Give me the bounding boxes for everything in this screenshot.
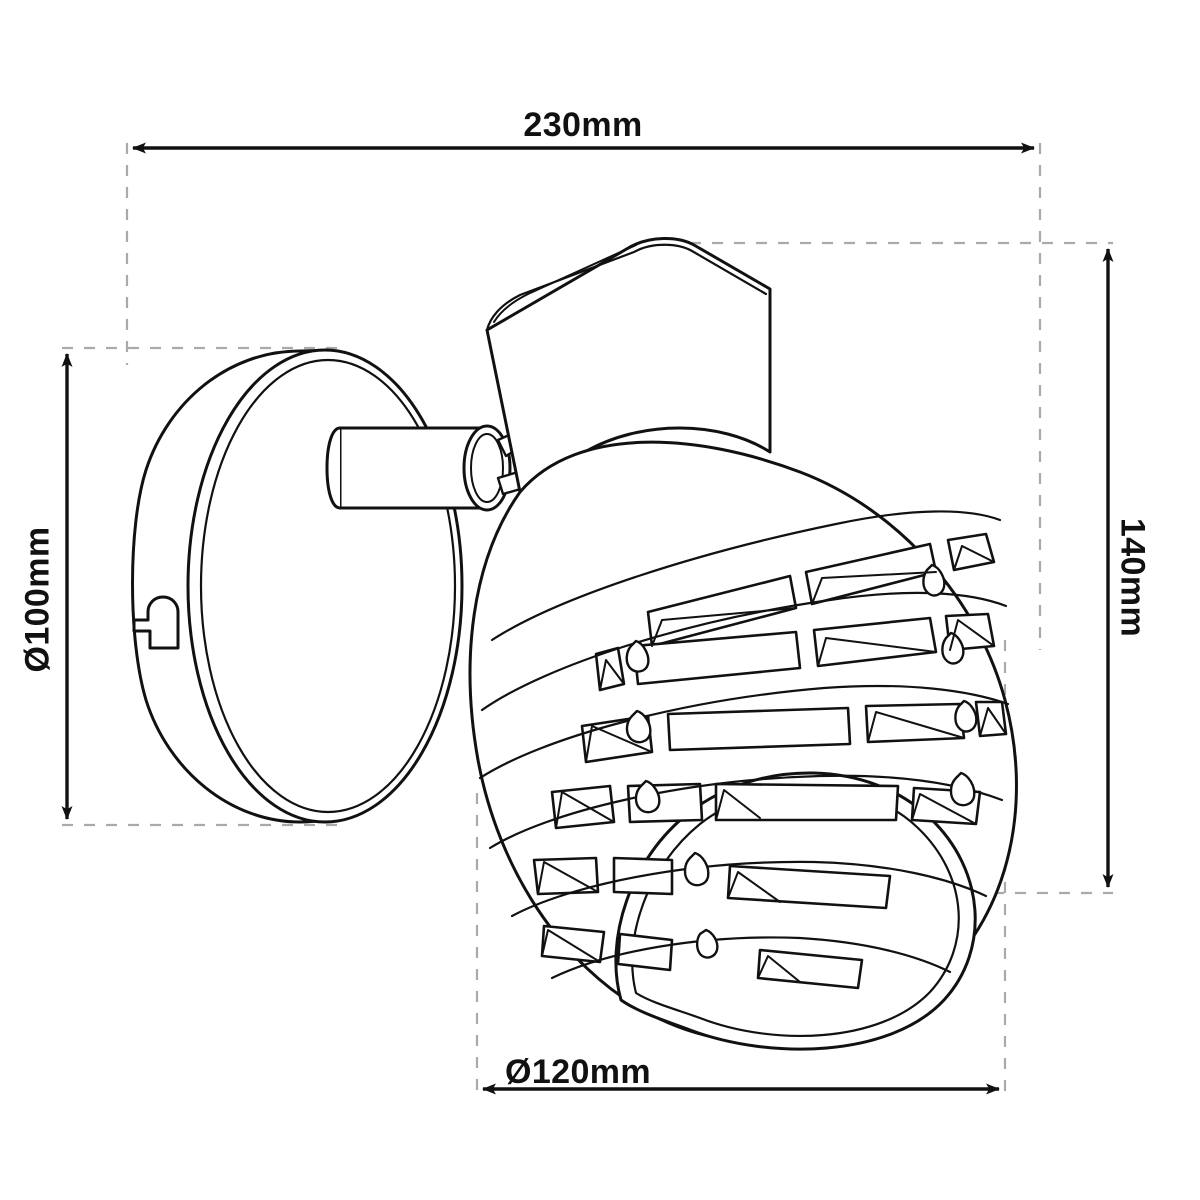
shade-contour <box>510 860 988 918</box>
shade-facet <box>979 707 1007 737</box>
shade-slot <box>616 932 674 972</box>
housing-top-ellipse <box>485 243 768 332</box>
housing-body <box>485 237 772 494</box>
shade-rim-inner <box>631 786 960 1038</box>
dimension-label-width: 230mm <box>523 106 643 144</box>
shade-facet <box>555 791 615 829</box>
shade <box>468 440 1018 1051</box>
shade-hole <box>922 563 946 597</box>
shade-facet <box>867 711 965 743</box>
shade-facet <box>599 659 625 691</box>
shade-rim <box>614 771 977 1051</box>
arm-front-cap-inner <box>470 433 504 503</box>
shade-rim-outer <box>614 771 977 1051</box>
shade-hole <box>634 779 661 814</box>
shade-slot <box>666 706 852 752</box>
shade-facet <box>817 637 937 667</box>
shade-facet <box>585 725 653 763</box>
shade-hole <box>625 639 650 673</box>
shade-slot-depth-facets <box>537 545 1007 983</box>
shade-facet <box>651 607 797 647</box>
shade-slot <box>714 782 900 822</box>
shade-hole <box>695 928 719 959</box>
shade-band-contours <box>478 510 1010 980</box>
dimension-label-height: 140mm <box>1113 517 1152 638</box>
arm-front-cap <box>462 424 512 512</box>
housing-top-inner <box>493 244 637 323</box>
shade-contour <box>488 774 1004 850</box>
arm <box>325 424 512 512</box>
shade-slot <box>726 864 892 910</box>
shade-facet <box>727 871 781 903</box>
shade-contour <box>490 510 1002 642</box>
backplate <box>131 348 464 824</box>
shade-facet <box>953 545 995 571</box>
shade-hole <box>625 709 652 744</box>
backplate-bevel <box>199 358 457 814</box>
shade-contour <box>550 936 952 980</box>
arm-back-cap <box>325 426 342 510</box>
backplate-keyhole-notch <box>132 595 180 650</box>
product-outline <box>131 237 1018 1051</box>
shade-facet <box>911 793 977 825</box>
shade-slot <box>756 948 864 990</box>
shade-facet <box>715 789 761 821</box>
shade-facet <box>949 619 995 651</box>
shade-hole <box>941 631 965 665</box>
shade-hole <box>954 699 978 733</box>
housing <box>485 237 772 494</box>
shade-hole <box>949 771 976 807</box>
shade-facet <box>537 861 599 895</box>
shade-facet <box>757 955 801 983</box>
shade-contour <box>480 591 1008 712</box>
dimension-label-shade-diameter: Ø120mm <box>505 1053 652 1091</box>
backplate-face <box>186 348 464 824</box>
dimension-label-backplate-diameter: Ø100mm <box>18 526 57 673</box>
dimension-lines <box>61 142 1114 1095</box>
shade-hole <box>683 851 710 887</box>
shade-facet <box>541 929 601 963</box>
shade-facet <box>811 571 937 605</box>
shade-contour <box>478 684 1010 780</box>
